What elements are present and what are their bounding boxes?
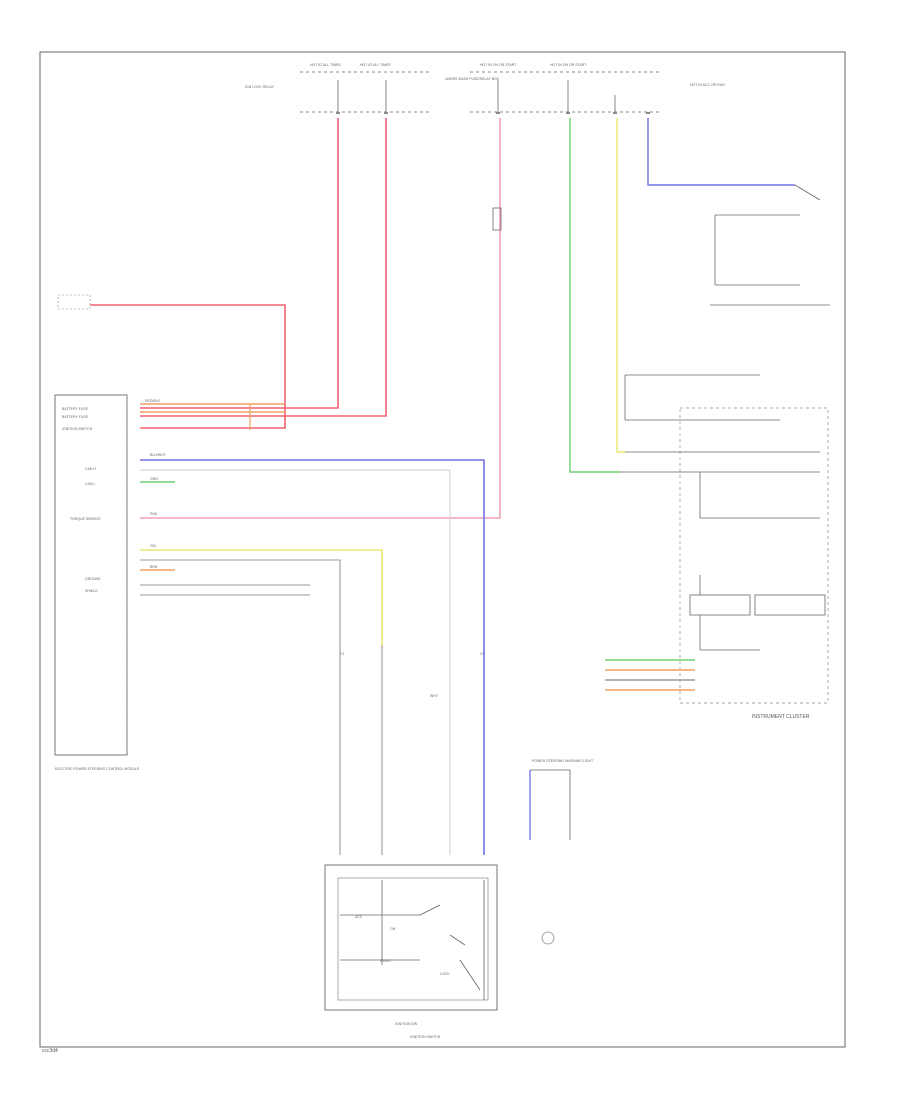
switch-caption-2: IGNITION SWITCH [410, 1035, 441, 1039]
svg-text:GRN: GRN [150, 477, 158, 481]
connector-c1: C1 [340, 652, 345, 656]
wire-blue-top [647, 118, 795, 186]
switch-box-right [710, 184, 830, 306]
eps-module-box [54, 394, 128, 756]
splice-box [57, 294, 91, 310]
wire-gray-2 [140, 469, 451, 855]
wire-red-batt-2 [140, 118, 387, 417]
pin-ground: GROUND [85, 577, 101, 581]
page-code: ccc3d4 [42, 1048, 58, 1054]
fuse-label-3: HOT IN ON OR START [480, 63, 517, 67]
svg-text:BRN: BRN [150, 565, 158, 569]
warning-light-caption: POWER STEERING WARNING LIGHT [532, 759, 594, 763]
pin-can-h: CAN H [85, 467, 96, 471]
connector-ticks-top [336, 112, 650, 114]
fuse-box-top-left [300, 71, 430, 113]
fuse-symbol [492, 207, 502, 231]
fuse-label-2: HOT AT ALL TIMES [360, 63, 391, 67]
instrument-cluster-frame [679, 407, 829, 704]
wire-yellow-right [616, 118, 625, 453]
cluster-bottom-wires [605, 659, 695, 691]
wire-pink-ign [140, 118, 501, 519]
pin-torque: TORQUE SENSOR [70, 517, 101, 521]
ground-icon [541, 931, 555, 945]
wire-orange-bundle [90, 304, 286, 429]
switch-contacts [340, 880, 485, 1000]
fuse-label-1: HOT AT ALL TIMES [310, 63, 341, 67]
warning-light [529, 769, 571, 840]
pin-battery-2: BATTERY FUSE [62, 415, 89, 419]
combo-start: START [380, 959, 392, 963]
cluster-internals [620, 374, 826, 651]
switch-caption-1: IGNITION SW [395, 1022, 418, 1026]
wire-gray-1 [140, 559, 341, 855]
eps-module-caption: ELECTRIC POWER STEERING CONTROL MODULE [55, 767, 140, 771]
combo-acc: ACC [355, 915, 363, 919]
wire-green-right [569, 118, 620, 473]
diagram-frame [39, 51, 846, 1048]
pin-shield: SHIELD [85, 589, 98, 593]
ignition-switch-inner [337, 877, 489, 1001]
pin-battery-1: BATTERY FUSE [62, 407, 89, 411]
pin-can-l: CAN L [85, 482, 95, 486]
fuse-box-caption: UNDER-DASH FUSE/RELAY BOX [445, 77, 500, 81]
svg-text:WHT: WHT [430, 694, 439, 698]
wire-color-tags: RED/BLK BLU/WHT YEL GRN BRN PNK WHT [145, 399, 439, 698]
svg-text:BLU/WHT: BLU/WHT [150, 453, 167, 457]
svg-text:PNK: PNK [150, 512, 158, 516]
fuse-box-top-right [470, 71, 660, 113]
connector-c2: C2 [480, 652, 485, 656]
pin-ignition: IGNITION SWITCH [62, 427, 93, 431]
fuse-label-4: HOT IN ON OR START [550, 63, 587, 67]
svg-text:YEL: YEL [150, 544, 157, 548]
wire-yellow-left [140, 549, 383, 645]
wire-blue-can [140, 459, 485, 855]
ignition-switch-box [324, 864, 498, 1011]
wire-red-batt-1 [140, 118, 339, 409]
hot-acc-run-label: HOT IN ACC OR RUN [690, 83, 725, 87]
svg-text:RED/BLK: RED/BLK [145, 399, 161, 403]
instrument-cluster-caption: INSTRUMENT CLUSTER [752, 714, 810, 720]
combo-on: ON [390, 927, 396, 931]
ign-lock-relay-label: IGN LOCK RELAY [245, 85, 275, 89]
combo-lock: LOCK [440, 972, 450, 976]
